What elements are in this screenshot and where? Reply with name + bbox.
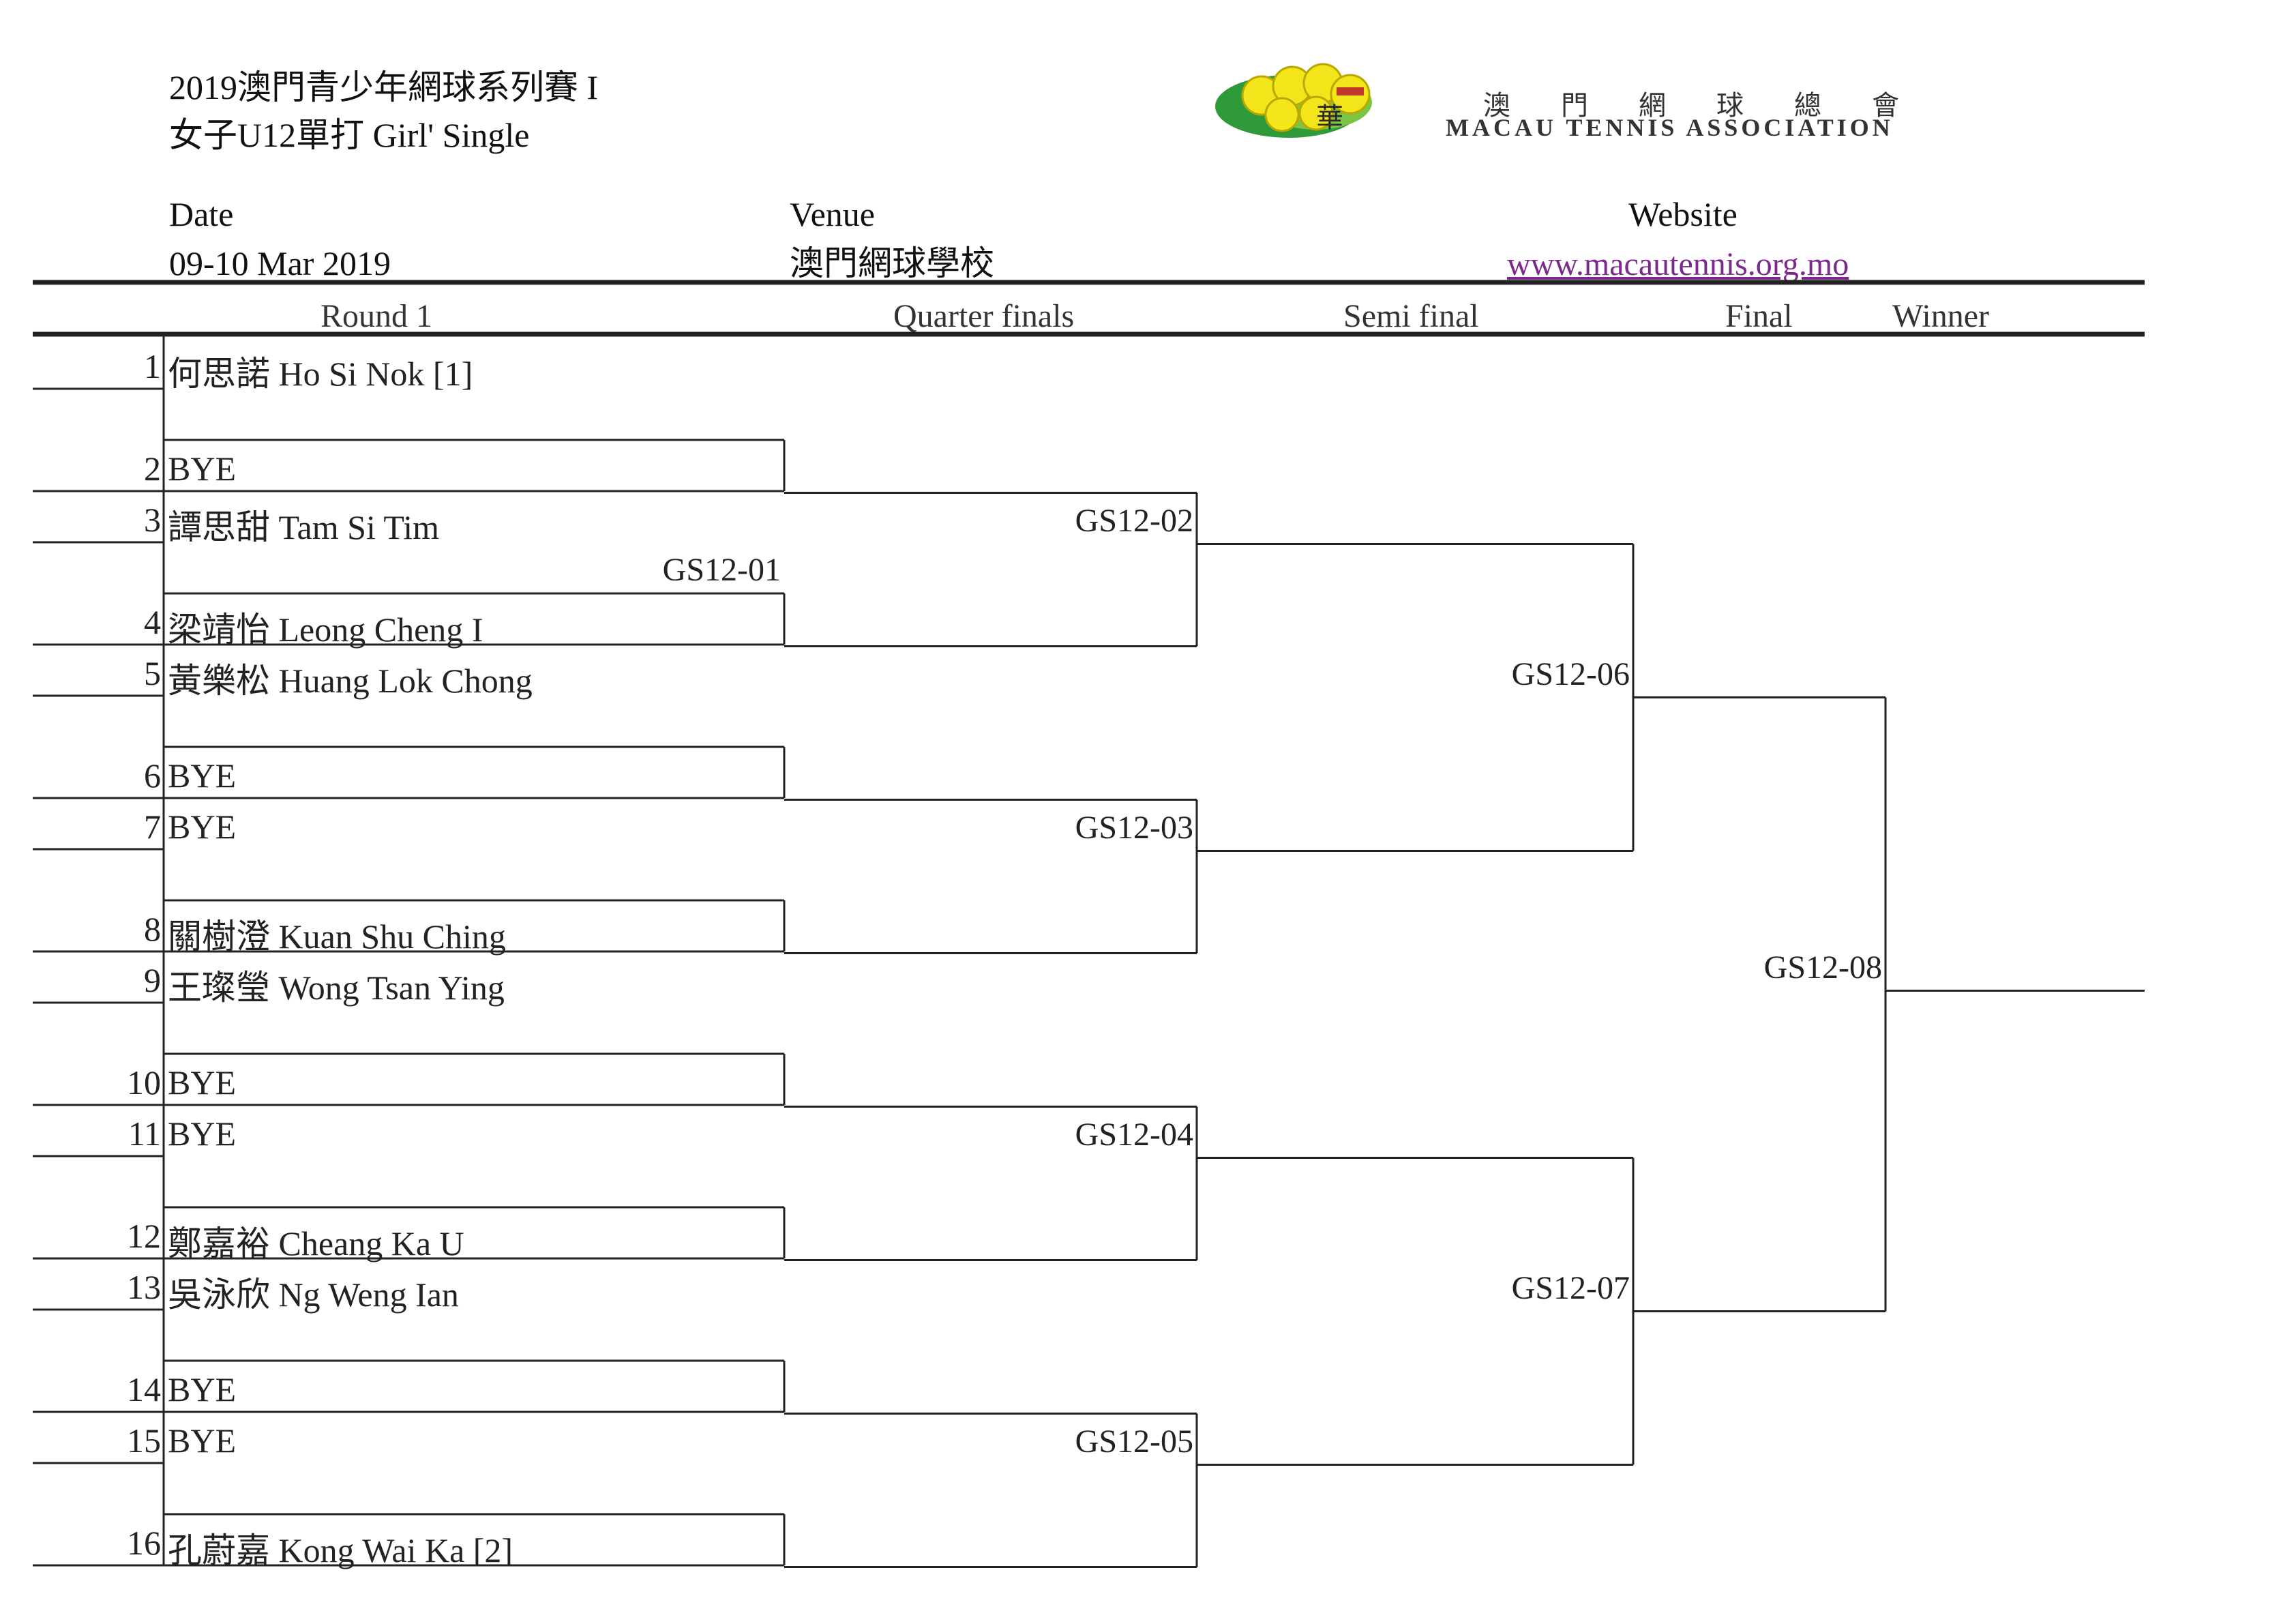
player-name: BYE bbox=[168, 1114, 236, 1153]
website-link[interactable]: www.macautennis.org.mo bbox=[1507, 246, 1849, 282]
draw-position-number: 11 bbox=[128, 1114, 161, 1153]
player-name: BYE bbox=[168, 1063, 236, 1102]
player-name: 譚思甜 Tam Si Tim bbox=[168, 508, 439, 546]
draw-position-number: 14 bbox=[127, 1370, 161, 1408]
venue-value: 澳門網球學校 bbox=[790, 244, 994, 282]
event-title: 女子U12單打 Girl' Single bbox=[169, 116, 530, 154]
mta-logo: 華 bbox=[1214, 60, 1391, 142]
draw-position-number: 1 bbox=[144, 347, 161, 385]
association-english-name: MACAU TENNIS ASSOCIATION bbox=[1446, 114, 1894, 141]
draw-position-number: 15 bbox=[127, 1421, 161, 1460]
round-header-r1: Round 1 bbox=[320, 298, 433, 334]
match-code: GS12-02 bbox=[1075, 502, 1193, 539]
player-name: 關樹澄 Kuan Shu Ching bbox=[168, 917, 506, 956]
player-name: 吳泳欣 Ng Weng Ian bbox=[168, 1275, 459, 1314]
date-label: Date bbox=[169, 195, 234, 233]
draw-position-number: 9 bbox=[144, 961, 161, 999]
match-code: GS12-03 bbox=[1075, 809, 1193, 846]
association-chinese-name: 澳門網球總會 bbox=[1483, 90, 1950, 121]
date-value: 09-10 Mar 2019 bbox=[169, 244, 391, 282]
draw-position-number: 4 bbox=[144, 603, 161, 641]
match-code: GS12-07 bbox=[1511, 1269, 1630, 1306]
tournament-title: 2019澳門青少年網球系列賽 I bbox=[169, 68, 599, 106]
round-header-winner: Winner bbox=[1892, 298, 1990, 334]
player-name: 何思諾 Ho Si Nok [1] bbox=[168, 355, 473, 393]
venue-label: Venue bbox=[790, 195, 875, 233]
player-name: 梁靖怡 Leong Cheng I bbox=[168, 610, 483, 649]
logo-emblem-char: 華 bbox=[1316, 102, 1343, 134]
draw-position-number: 5 bbox=[144, 654, 161, 692]
draw-position-number: 3 bbox=[144, 501, 161, 539]
player-name: BYE bbox=[168, 449, 236, 488]
round-header-sf: Semi final bbox=[1343, 298, 1479, 334]
draw-position-number: 10 bbox=[127, 1063, 161, 1102]
round-header-qf: Quarter finals bbox=[893, 298, 1075, 334]
player-name: BYE bbox=[168, 1421, 236, 1460]
draw-position-number: 6 bbox=[144, 756, 161, 795]
draw-position-number: 2 bbox=[144, 449, 161, 488]
match-code: GS12-06 bbox=[1511, 655, 1630, 692]
draw-position-number: 13 bbox=[127, 1268, 161, 1306]
player-name: BYE bbox=[168, 756, 236, 795]
player-name: 鄭嘉裕 Cheang Ka U bbox=[168, 1224, 464, 1263]
player-name: BYE bbox=[168, 808, 236, 846]
website-label: Website bbox=[1628, 195, 1738, 233]
draw-position-number: 7 bbox=[144, 808, 161, 846]
player-name: BYE bbox=[168, 1370, 236, 1408]
match-code: GS12-05 bbox=[1075, 1423, 1193, 1460]
match-code: GS12-01 bbox=[662, 552, 781, 588]
round-header-final: Final bbox=[1725, 298, 1793, 334]
draw-position-number: 12 bbox=[127, 1217, 161, 1255]
player-name: 黃樂松 Huang Lok Chong bbox=[168, 662, 533, 700]
draw-position-number: 16 bbox=[127, 1524, 161, 1562]
player-name: 王璨瑩 Wong Tsan Ying bbox=[168, 969, 505, 1007]
draw-position-number: 8 bbox=[144, 910, 161, 948]
match-code: GS12-04 bbox=[1075, 1116, 1193, 1153]
match-code: GS12-08 bbox=[1763, 949, 1882, 986]
player-name: 孔蔚嘉 Kong Wai Ka [2] bbox=[168, 1531, 513, 1569]
